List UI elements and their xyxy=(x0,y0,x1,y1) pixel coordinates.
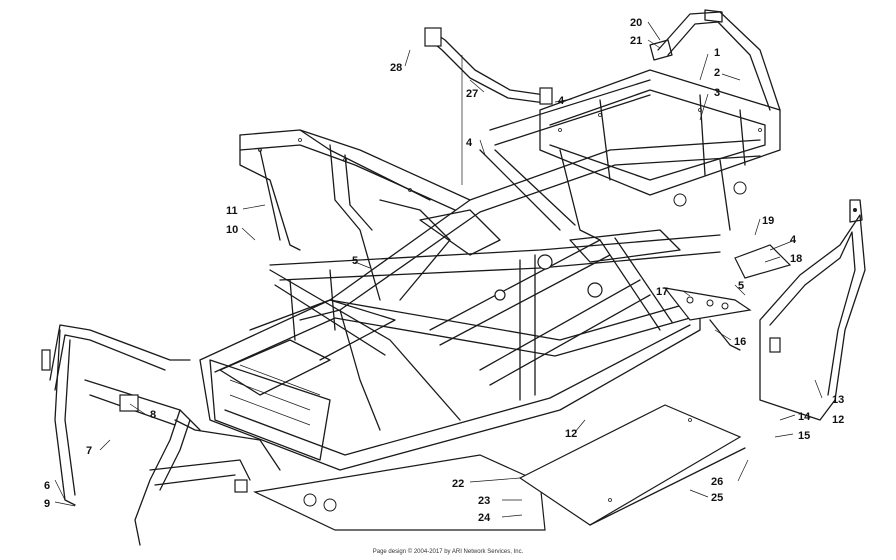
leader-lines xyxy=(54,21,823,518)
callout-12-a: 12 xyxy=(565,428,577,440)
callout-26: 26 xyxy=(711,476,723,488)
main-frame xyxy=(199,69,781,471)
callout-24: 24 xyxy=(478,512,491,524)
callout-8: 8 xyxy=(150,409,156,421)
callout-18: 18 xyxy=(790,253,802,265)
callout-4-c: 4 xyxy=(790,234,797,246)
copyright-footer: Page design © 2004-2017 by ARI Network S… xyxy=(372,549,524,555)
callout-9: 9 xyxy=(44,498,50,510)
callout-17: 17 xyxy=(656,286,668,298)
callout-7: 7 xyxy=(86,445,92,457)
callout-22: 22 xyxy=(452,478,464,490)
callout-6: 6 xyxy=(44,480,50,492)
callout-25: 25 xyxy=(711,492,723,504)
callout-16: 16 xyxy=(734,336,746,348)
front-bumper-frame xyxy=(41,324,281,546)
callout-5-a: 5 xyxy=(352,255,358,267)
rear-brace xyxy=(424,27,553,185)
callout-1: 1 xyxy=(714,47,720,59)
callout-12-b: 12 xyxy=(832,414,844,426)
callout-23: 23 xyxy=(478,495,490,507)
small-brackets xyxy=(663,244,792,351)
callout-10: 10 xyxy=(226,224,238,236)
roll-bar xyxy=(649,9,781,111)
callout-4-b: 4 xyxy=(466,137,473,149)
callout-28: 28 xyxy=(390,62,402,74)
callout-2: 2 xyxy=(714,67,720,79)
callout-20: 20 xyxy=(630,17,642,29)
callout-4-a: 4 xyxy=(558,95,565,107)
callout-27: 27 xyxy=(466,88,478,100)
callout-14: 14 xyxy=(798,411,811,423)
callout-21: 21 xyxy=(630,35,642,47)
callout-15: 15 xyxy=(798,430,810,442)
callout-19: 19 xyxy=(762,215,774,227)
callout-5-b: 5 xyxy=(738,280,744,292)
callout-3: 3 xyxy=(714,87,720,99)
skid-plates xyxy=(253,404,746,531)
right-side-frame xyxy=(759,199,866,421)
callout-13: 13 xyxy=(832,394,844,406)
callout-labels: 1 2 3 4 4 4 5 5 6 7 8 9 10 11 12 12 13 1… xyxy=(44,17,844,524)
callout-11: 11 xyxy=(226,205,238,217)
